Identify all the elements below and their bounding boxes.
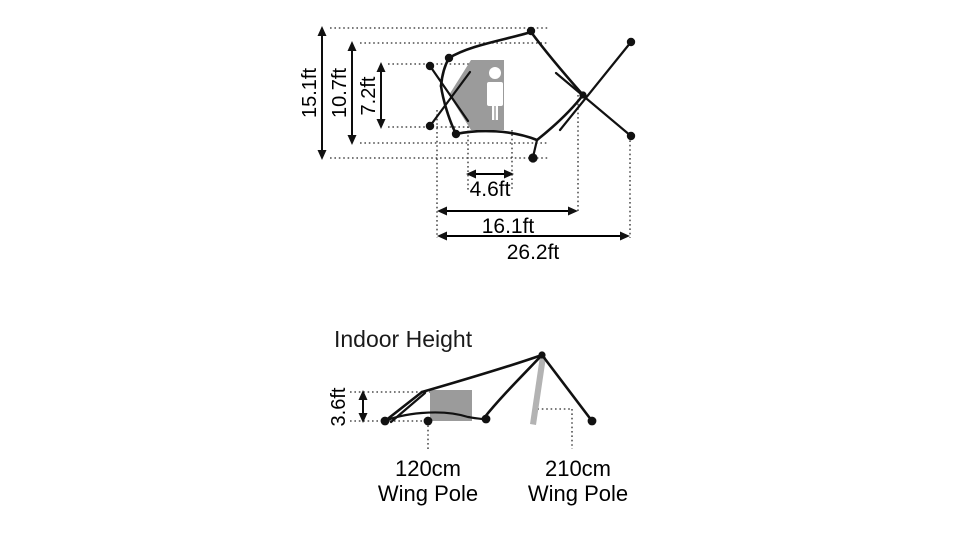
dimension-15-1ft: 15.1ft — [299, 26, 327, 160]
pole-210-size: 210cm — [545, 456, 611, 481]
arrow-up-15 — [317, 26, 327, 36]
canopy-edge-top-right — [529, 30, 585, 97]
arrow-right-262 — [620, 231, 630, 241]
tarp-edge-apex-to-right — [540, 353, 594, 423]
dimension-3-6ft: 3.6ft — [328, 387, 368, 426]
arrow-left-161 — [437, 206, 447, 216]
dimension-label-4-6ft: 4.6ft — [470, 178, 511, 201]
canopy-edge-top-left — [447, 30, 533, 60]
arrow-down-36 — [358, 413, 368, 423]
dimension-7-2ft: 7.2ft — [358, 62, 386, 129]
peg-right-top — [626, 37, 636, 47]
guyline-left-up — [428, 70, 472, 128]
peg-right-vertex — [579, 91, 587, 99]
dimension-label-26-2ft: 26.2ft — [507, 241, 560, 264]
pole-label-120: 120cm Wing Pole — [378, 456, 478, 506]
pole-120-size: 120cm — [395, 456, 461, 481]
canopy-edge-bottom — [454, 129, 539, 142]
peg-front-center — [423, 416, 433, 426]
peg-left-top — [425, 61, 435, 71]
rear-wing-pole-shape — [530, 356, 546, 425]
peg-left-bottom — [425, 121, 435, 131]
peg-upper-left — [444, 53, 454, 63]
guyline-right-up — [558, 40, 633, 132]
pole-210-name: Wing Pole — [528, 481, 628, 506]
dimension-label-7-2ft: 7.2ft — [358, 76, 380, 115]
top-dotted-guides — [330, 27, 631, 238]
dimension-label-16-1ft: 16.1ft — [482, 215, 535, 238]
guyline-left-down — [428, 64, 470, 123]
peg-right — [587, 416, 597, 426]
tarp-hem-curve — [383, 411, 486, 423]
arrow-up-72 — [376, 62, 386, 72]
peg-apex — [538, 351, 546, 359]
peg-lower-left — [451, 129, 461, 139]
guyline-right-down — [554, 71, 633, 138]
dimension-label-15-1ft: 15.1ft — [299, 68, 321, 118]
canopy-edge-bottom-right — [535, 93, 585, 142]
dimension-10-7ft: 10.7ft — [329, 41, 357, 145]
peg-mid — [481, 414, 491, 424]
arrow-down-72 — [376, 119, 386, 129]
tarp-front-edge-outer — [383, 390, 424, 423]
pole-label-210: 210cm Wing Pole — [528, 456, 628, 506]
tarp-outline-group — [383, 353, 594, 424]
arrow-down-107 — [347, 135, 357, 145]
bottom-elevation-view-group: Indoor Height 3.6ft — [328, 326, 628, 506]
dimension-16-1ft: 16.1ft — [437, 206, 578, 238]
dimension-26-2ft: 26.2ft — [437, 231, 630, 264]
tarp-edge-apex-to-mid — [482, 353, 544, 420]
peg-bottom-center — [528, 153, 538, 163]
arrow-down-15 — [317, 150, 327, 160]
dimension-label-3-6ft: 3.6ft — [328, 387, 350, 426]
peg-right-bottom — [626, 131, 636, 141]
interior-shade-region — [449, 60, 504, 130]
guy-lines-group — [428, 30, 633, 159]
tarp-ridge-upper — [420, 353, 544, 394]
stake-pegs-group — [425, 26, 636, 163]
arrow-up-36 — [358, 390, 368, 400]
pole-120-name: Wing Pole — [378, 481, 478, 506]
bottom-pegs-group — [380, 351, 597, 426]
arrow-up-107 — [347, 41, 357, 51]
person-head — [489, 67, 501, 79]
arrow-left-262 — [437, 231, 447, 241]
arrow-right-161 — [568, 206, 578, 216]
peg-top-peak — [526, 26, 536, 36]
peg-front-left — [380, 416, 390, 426]
dimension-label-10-7ft: 10.7ft — [329, 68, 351, 118]
arrow-left-46 — [466, 169, 476, 179]
person-silhouette-icon — [487, 67, 503, 120]
person-body — [487, 82, 503, 120]
dimension-4-6ft: 4.6ft — [466, 169, 514, 201]
indoor-height-title: Indoor Height — [334, 326, 473, 352]
top-plan-view-group: 15.1ft 10.7ft 7.2ft — [299, 26, 636, 264]
arrow-right-46 — [504, 169, 514, 179]
